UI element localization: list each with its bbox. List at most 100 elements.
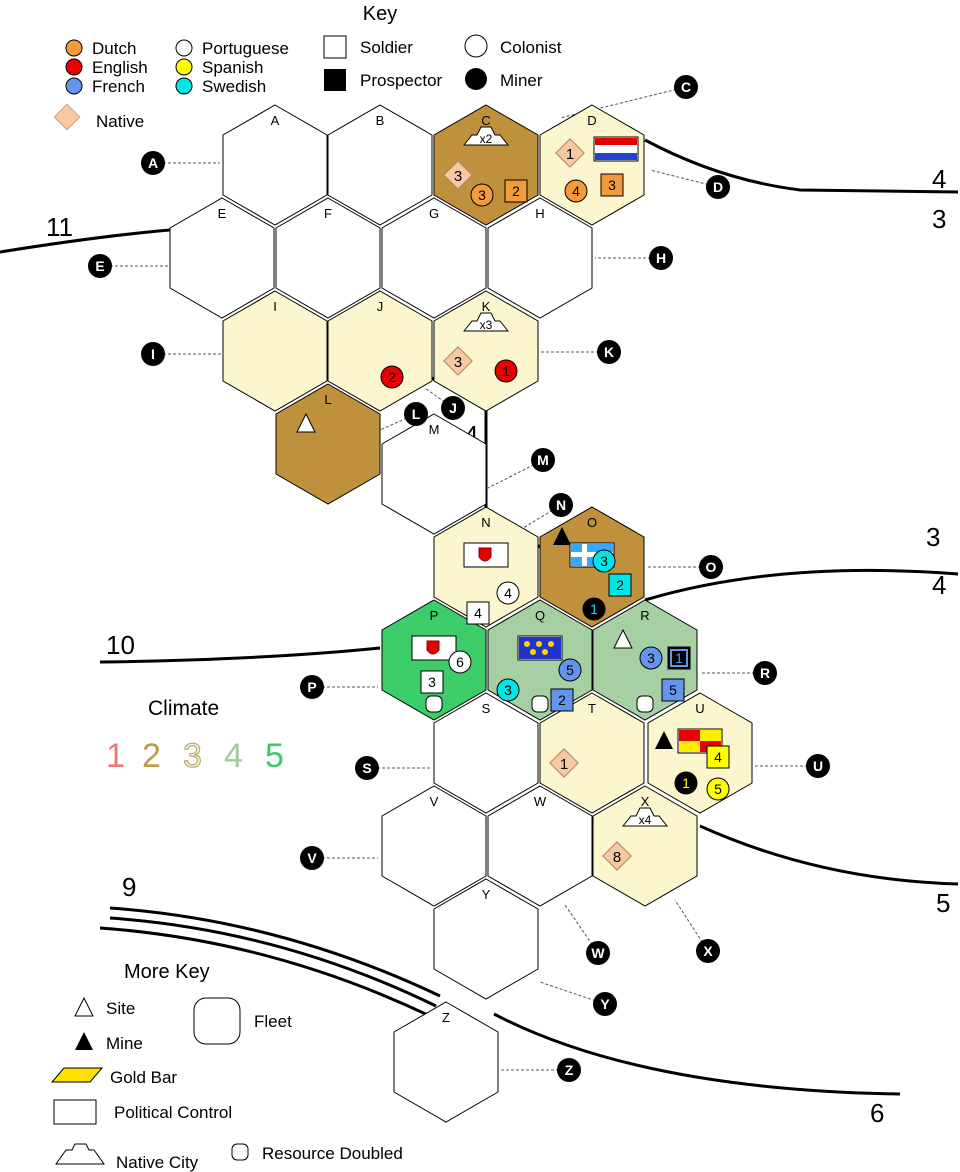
native-city-icon xyxy=(621,807,669,827)
miner-count: 1 xyxy=(590,601,598,617)
soldier-count: 4 xyxy=(474,605,482,621)
soldier-marker-french: 5 xyxy=(661,678,685,702)
site-icon xyxy=(613,628,633,649)
border-line-10 xyxy=(99,646,381,664)
french-label: French xyxy=(92,77,145,96)
callout-letter: S xyxy=(362,760,371,776)
colonist-label: Colonist xyxy=(500,38,562,57)
hex-k xyxy=(433,290,539,412)
soldier-swatch xyxy=(323,35,347,59)
climate-level-1: 1 xyxy=(106,737,125,775)
climate-title: Climate xyxy=(148,697,219,720)
native-city-count: x3 xyxy=(480,318,493,332)
political-control-flag-french xyxy=(517,635,563,661)
colonist-count: 2 xyxy=(388,369,396,385)
hex-label-n: N xyxy=(481,515,490,530)
hex-y xyxy=(433,878,539,1000)
more-key-panel: More Key Site Mine Fleet Gold Bar Politi… xyxy=(50,961,403,1172)
native-marker xyxy=(602,841,632,871)
border-label-5: 5 xyxy=(936,888,950,918)
hex-h xyxy=(487,197,593,319)
hex-label-v: V xyxy=(430,794,439,809)
hex-f xyxy=(275,197,381,319)
border-label-11: 11 xyxy=(46,212,73,242)
native-count: 8 xyxy=(613,849,621,866)
hex-s xyxy=(433,692,539,814)
prospector-label: Prospector xyxy=(360,71,443,90)
hex-content-t: 1 xyxy=(549,748,579,778)
soldier-label: Soldier xyxy=(360,38,413,57)
fleet-label: Fleet xyxy=(254,1012,292,1031)
soldier-count: 5 xyxy=(669,682,677,698)
political-control-label: Political Control xyxy=(114,1103,232,1122)
native-marker xyxy=(549,748,579,778)
native-swatch xyxy=(53,103,81,131)
resource-doubled-icon xyxy=(531,695,549,713)
callout-marker-x: X xyxy=(696,939,720,963)
border-labels: 11 4 3 3 4 10 5 9 6 4 xyxy=(46,164,950,1128)
callout-line-n xyxy=(519,504,562,531)
colonist-marker-english: 1 xyxy=(494,359,518,383)
native-city-label: Native City xyxy=(116,1153,199,1172)
prospector-count: 1 xyxy=(675,650,683,666)
callout-marker-w: W xyxy=(586,941,610,965)
colonist-count: 4 xyxy=(504,585,512,601)
hex-label-l: L xyxy=(324,392,331,407)
hex-label-g: G xyxy=(429,206,439,221)
soldier-count: 2 xyxy=(616,577,624,593)
mine-icon xyxy=(75,1032,93,1050)
hex-a xyxy=(222,104,328,226)
french-swatch xyxy=(65,77,83,95)
hex-label-o: O xyxy=(587,515,597,530)
prospector-swatch xyxy=(324,69,346,91)
climate-level-2: 2 xyxy=(142,737,161,775)
colonist-marker-portuguese: 6 xyxy=(448,650,472,674)
border-line-3-4 xyxy=(644,568,959,602)
native-city-count: x4 xyxy=(639,813,652,827)
spanish-swatch xyxy=(175,58,193,76)
hex-label-c: C xyxy=(481,113,490,128)
gold-bar-icon xyxy=(50,1067,104,1083)
callout-marker-s: S xyxy=(355,756,379,780)
hex-label-s: S xyxy=(482,701,491,716)
native-city-icon xyxy=(462,126,510,146)
soldier-count: 2 xyxy=(512,183,520,199)
hex-label-k: K xyxy=(482,299,491,314)
soldier-marker-dutch: 3 xyxy=(600,173,624,197)
hex-label-z: Z xyxy=(442,1010,450,1025)
climate-legend: Climate 1 2 3 4 5 xyxy=(106,697,284,776)
colonist-marker-french: 5 xyxy=(558,658,582,682)
key-title: Key xyxy=(363,3,397,25)
callout-letter: V xyxy=(307,850,317,866)
hex-label-y: Y xyxy=(482,887,491,902)
soldier-marker-portuguese: 4 xyxy=(466,601,490,625)
native-count: 1 xyxy=(566,146,574,163)
swedish-swatch xyxy=(175,77,193,95)
colonist-count: 3 xyxy=(478,187,486,203)
hex-content-l xyxy=(296,412,316,433)
border-label-4-mid: 4 xyxy=(932,570,946,600)
callout-marker-n: N xyxy=(549,493,573,517)
border-label-9: 9 xyxy=(122,872,136,902)
callout-marker-p: P xyxy=(300,675,324,699)
resource-doubled-icon xyxy=(231,1143,249,1161)
soldier-marker-french: 2 xyxy=(550,688,574,712)
mine-icon xyxy=(655,731,673,749)
portuguese-swatch xyxy=(175,39,193,57)
soldier-count: 3 xyxy=(428,674,436,690)
border-label-6: 6 xyxy=(870,1098,884,1128)
colonist-marker-dutch: 3 xyxy=(470,183,494,207)
colonist-marker-dutch: 4 xyxy=(564,179,588,203)
native-count: 3 xyxy=(454,354,462,371)
callout-letter: M xyxy=(537,452,549,468)
soldier-marker-swedish: 2 xyxy=(608,573,632,597)
callout-marker-z: Z xyxy=(557,1058,581,1082)
callout-letter: O xyxy=(706,559,717,575)
colonist-marker-portuguese: 4 xyxy=(496,581,520,605)
colonist-count: 5 xyxy=(714,781,722,797)
nation-legend: Dutch English French Portuguese Spanish … xyxy=(65,39,289,96)
hex-label-e: E xyxy=(218,206,227,221)
colonist-count: 4 xyxy=(572,183,580,199)
